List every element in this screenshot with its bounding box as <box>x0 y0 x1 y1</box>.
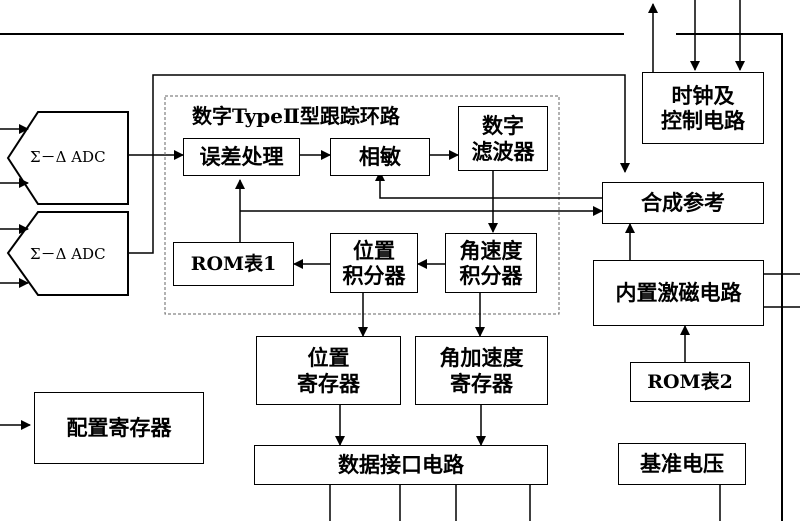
rom1-block: ROM表1 <box>173 242 294 286</box>
adc-2-output <box>128 159 154 254</box>
digital-filter-line-2: 滤波器 <box>471 138 535 164</box>
velocity-integrator-line-2: 积分器 <box>459 263 523 288</box>
tracking-loop-border <box>164 95 560 315</box>
clock-control-line-2: 控制电路 <box>661 108 745 133</box>
reference-voltage-label: 基准电压 <box>640 451 724 477</box>
adc-1-shape <box>6 111 129 205</box>
config-register-label: 配置寄存器 <box>66 415 172 441</box>
error-processing-block: 误差处理 <box>183 138 300 176</box>
rom2-block: ROM表2 <box>630 362 750 402</box>
velocity-integrator-line-1: 角速度 <box>459 237 523 263</box>
position-register-block: 位置寄存器 <box>256 336 401 405</box>
acceleration-register-line-1: 角加速度 <box>439 345 524 371</box>
error-processing-label: 误差处理 <box>199 144 284 170</box>
position-integrator-line-2: 积分器 <box>342 263 406 288</box>
position-integrator-block: 位置积分器 <box>330 233 418 293</box>
clock-control-block: 时钟及控制电路 <box>642 72 764 144</box>
data-interface-block: 数据接口电路 <box>254 445 548 485</box>
acceleration-register-line-2: 寄存器 <box>450 370 513 396</box>
adc-to-synth-ref-line <box>152 74 630 173</box>
chip-outline <box>0 33 783 521</box>
synthesis-reference-label: 合成参考 <box>641 190 725 216</box>
adc-2-label: Σ－Δ ADC <box>30 245 106 263</box>
digital-filter-block: 数字滤波器 <box>458 106 548 171</box>
excitation-circuit-block: 内置激磁电路 <box>593 260 764 326</box>
excitation-circuit-label: 内置激磁电路 <box>615 280 742 306</box>
data-interface-label: 数据接口电路 <box>338 452 464 478</box>
synthesis-reference-block: 合成参考 <box>602 182 764 224</box>
rom1-label: ROM表1 <box>190 252 277 275</box>
rom2-label: ROM表2 <box>647 370 733 393</box>
config-register-block: 配置寄存器 <box>34 392 204 464</box>
adc-1-label: Σ－Δ ADC <box>30 148 106 166</box>
tracking-loop-title: 数字TypeⅡ型跟踪环路 <box>192 104 400 128</box>
clock-control-line-1: 时钟及 <box>671 82 735 108</box>
phase-detector-block: 相敏 <box>330 138 430 176</box>
acceleration-register-block: 角加速度寄存器 <box>415 336 548 405</box>
velocity-integrator-block: 角速度积分器 <box>445 233 537 293</box>
synth-ref-to-phase <box>375 171 602 199</box>
position-integrator-line-1: 位置 <box>353 237 395 263</box>
reference-voltage-block: 基准电压 <box>618 443 746 485</box>
phase-detector-label: 相敏 <box>359 144 401 170</box>
position-register-line-2: 寄存器 <box>297 370 360 396</box>
position-register-line-1: 位置 <box>307 345 350 371</box>
digital-filter-line-1: 数字 <box>482 113 524 139</box>
adc-2-shape <box>6 211 129 296</box>
